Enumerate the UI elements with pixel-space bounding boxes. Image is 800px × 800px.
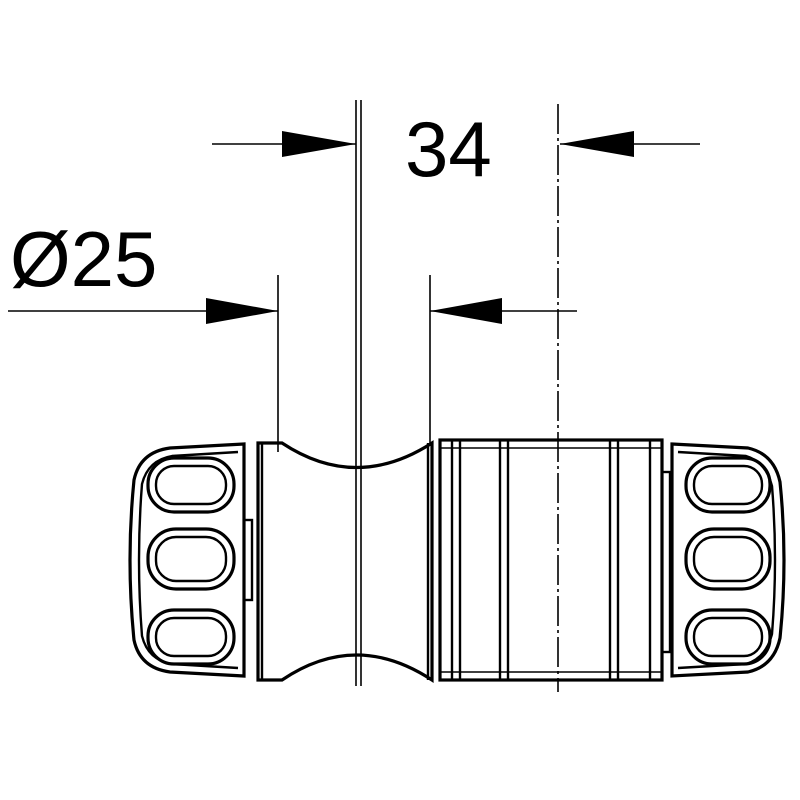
dim-34-label: 34 bbox=[405, 105, 492, 193]
right-cap-inner-outline bbox=[677, 450, 777, 670]
slider-body bbox=[438, 438, 672, 682]
dim-34-arrow-left bbox=[282, 131, 356, 157]
right-cap-outline bbox=[670, 442, 786, 678]
left-cap-grip-slots bbox=[146, 456, 236, 666]
dim-25-arrow-right bbox=[430, 298, 502, 324]
body-right-tab bbox=[660, 470, 672, 654]
grip-slot-inner bbox=[692, 464, 764, 506]
left-cap-inner-outline bbox=[137, 450, 239, 670]
grip-slot-inner bbox=[154, 616, 228, 658]
grip-slot-inner bbox=[154, 535, 228, 583]
grip-slot-inner bbox=[692, 616, 764, 658]
extension-lines bbox=[277, 100, 559, 692]
body-outline bbox=[438, 438, 664, 682]
rail-clamp bbox=[256, 440, 434, 683]
grip-slot bbox=[684, 527, 772, 591]
dim-34-arrow-right bbox=[560, 131, 634, 157]
left-cap-outline bbox=[128, 442, 246, 678]
grip-slot bbox=[146, 608, 236, 666]
right-cap bbox=[670, 442, 786, 678]
grip-slot bbox=[146, 527, 236, 591]
dimension-34: 34 bbox=[212, 105, 700, 193]
dim-25-arrow-left bbox=[206, 298, 278, 324]
grip-slot-inner bbox=[692, 535, 764, 583]
grip-slot bbox=[146, 456, 236, 514]
grip-slot bbox=[684, 456, 772, 514]
left-cap bbox=[128, 442, 254, 678]
rail-clamp-outline bbox=[256, 440, 434, 683]
dimension-diameter-25: Ø25 bbox=[8, 215, 577, 324]
left-cap-tab bbox=[242, 518, 254, 602]
grip-slot bbox=[684, 608, 772, 666]
grip-slot-inner bbox=[154, 464, 228, 506]
dim-25-label: Ø25 bbox=[10, 215, 157, 303]
right-cap-grip-slots bbox=[684, 456, 772, 666]
